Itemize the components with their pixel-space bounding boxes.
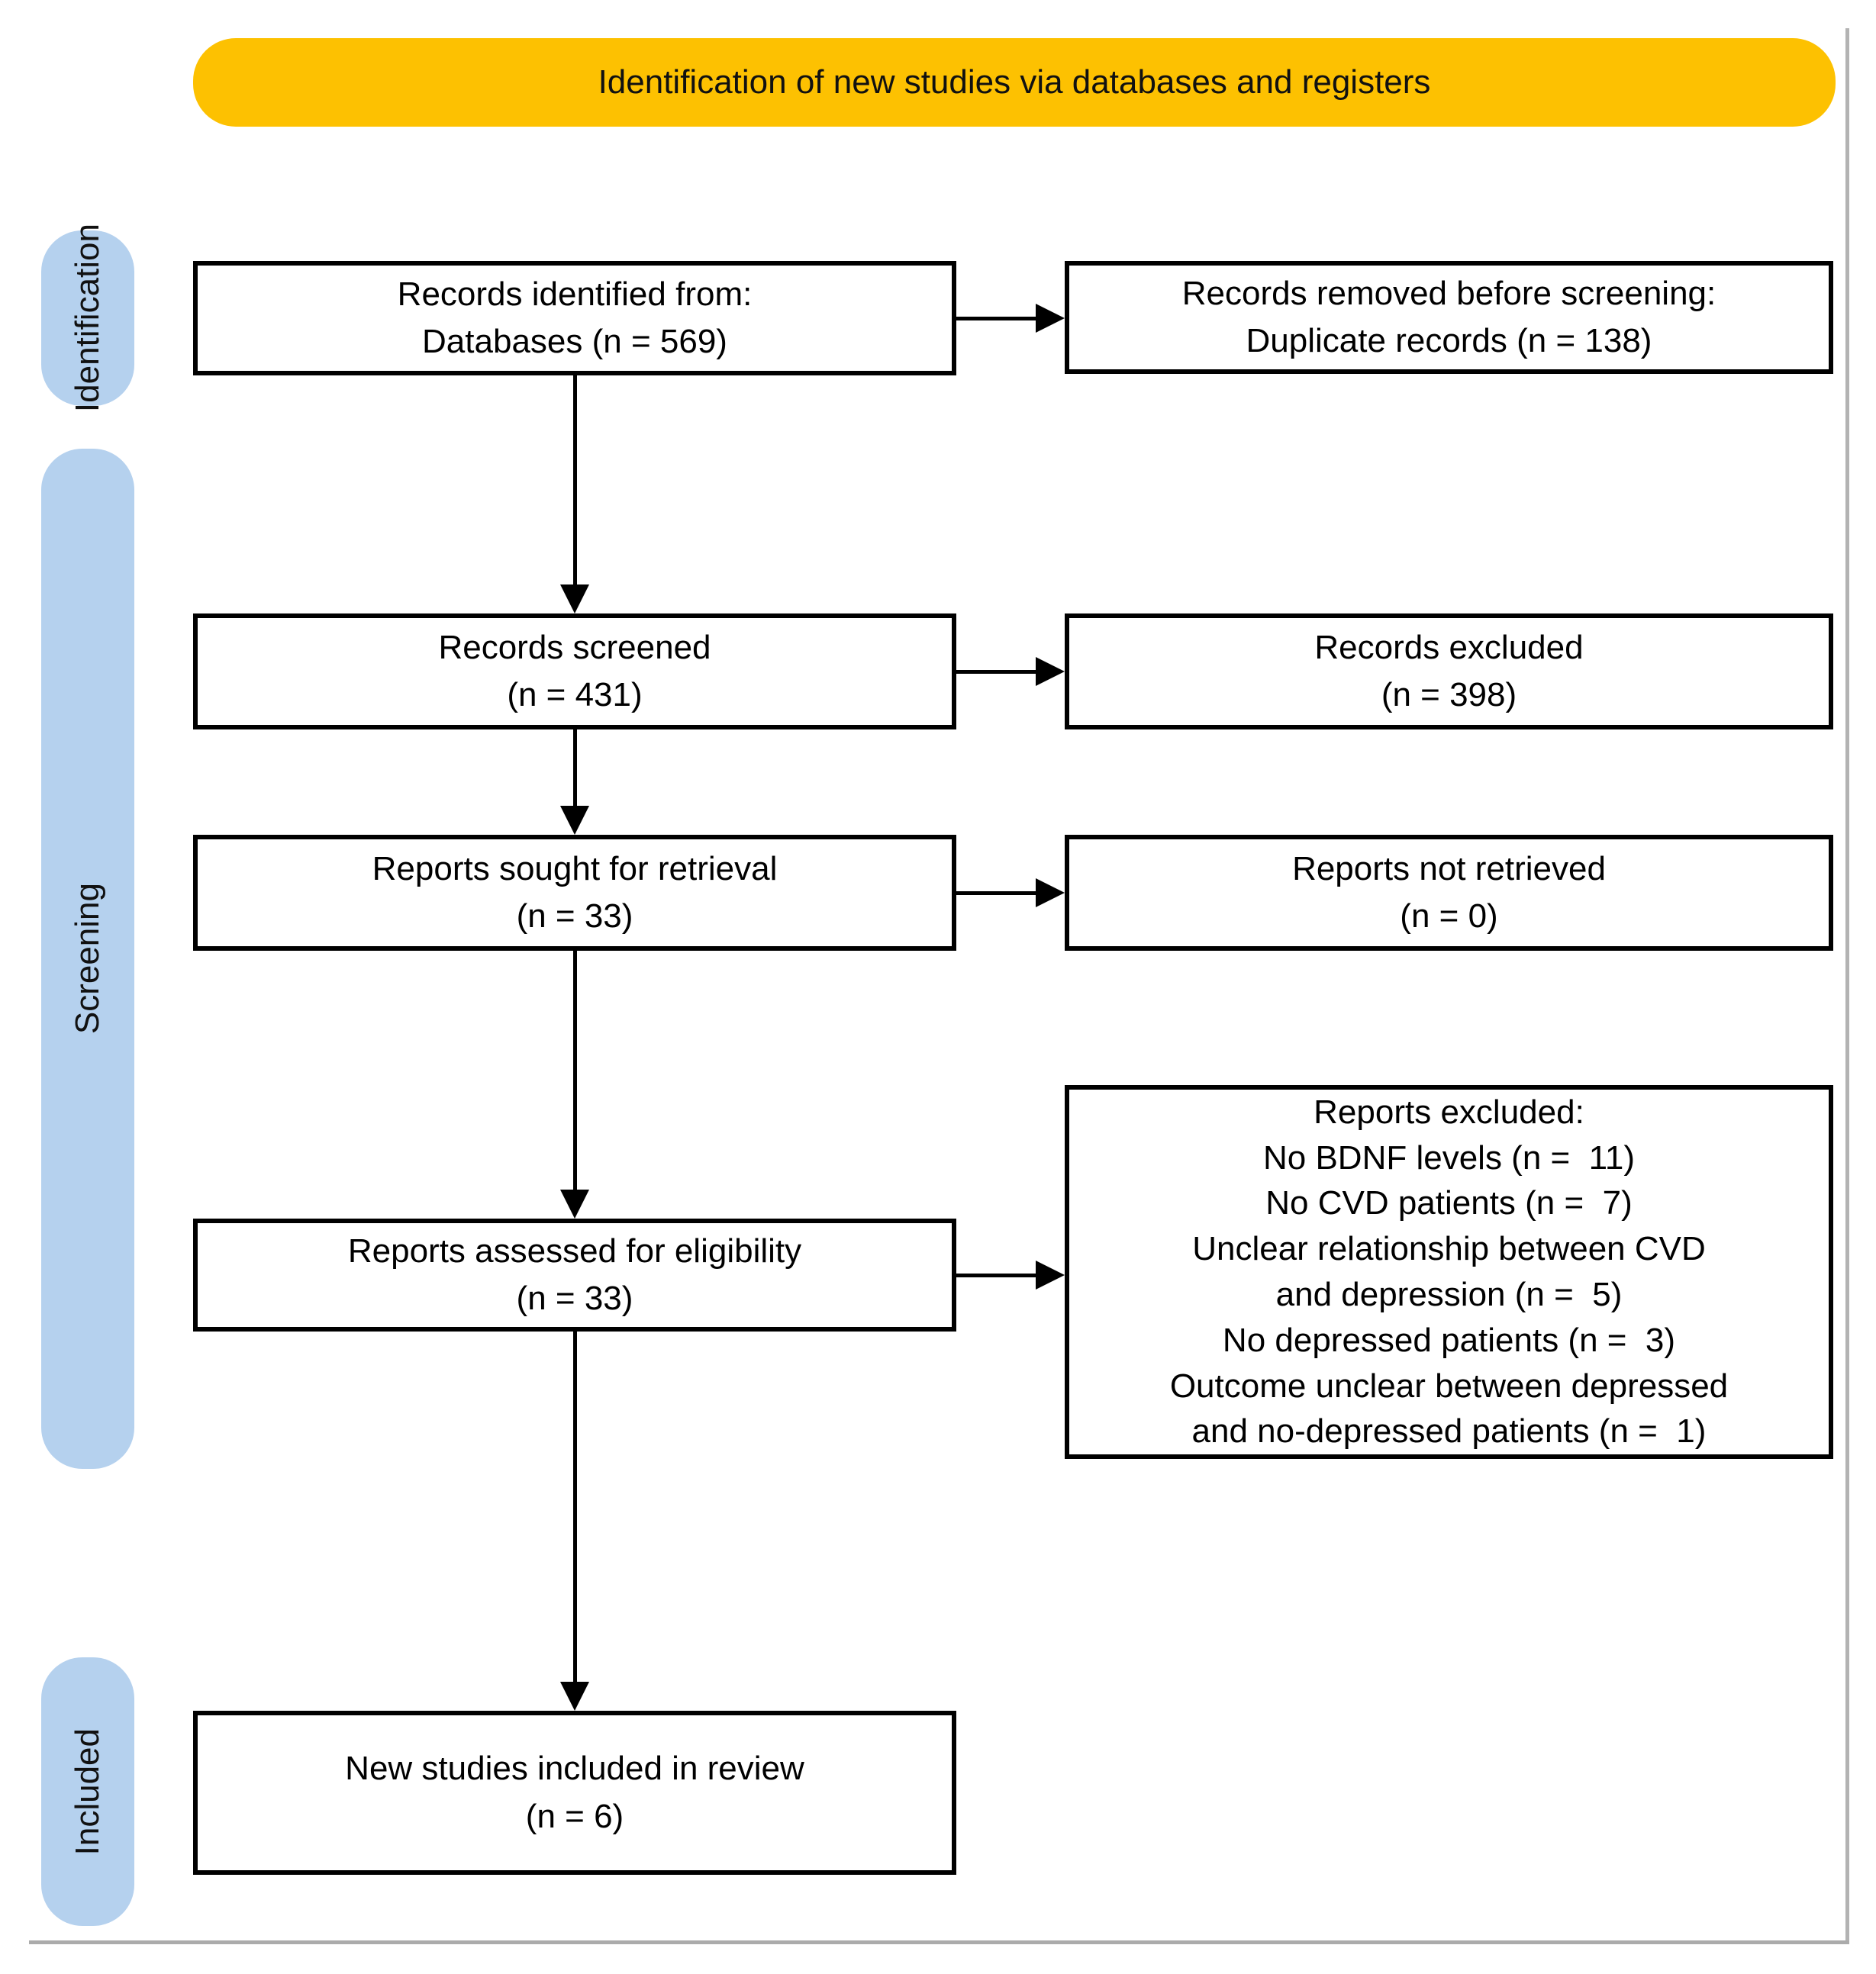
stage-pill-identification: Identification xyxy=(41,224,134,413)
reports-sought-box: Reports sought for retrieval (n = 33) xyxy=(193,835,956,951)
arrow-identified-to-removed-head-icon xyxy=(1036,304,1065,333)
records-removed-box: Records removed before screening: Duplic… xyxy=(1065,261,1833,374)
stage-label-included: Included xyxy=(69,1728,106,1856)
stage-pill-screening: Screening xyxy=(41,449,134,1469)
arrow-screened-to-sought-shaft xyxy=(573,729,577,807)
banner-identification-of-new-studies: Identification of new studies via databa… xyxy=(193,38,1836,127)
records-screened-box: Records screened (n = 431) xyxy=(193,613,956,729)
arrow-identified-to-removed-shaft xyxy=(956,317,1037,320)
arrow-assessed-to-reports-excluded-shaft xyxy=(956,1274,1037,1277)
records-identified-box: Records identified from: Databases (n = … xyxy=(193,261,956,375)
reports-assessed-box: Reports assessed for eligibility (n = 33… xyxy=(193,1219,956,1332)
arrow-assessed-to-included-shaft xyxy=(573,1332,577,1683)
arrow-screened-to-excluded-shaft xyxy=(956,670,1037,674)
stage-label-identification: Identification xyxy=(69,224,106,413)
arrow-sought-to-assessed-head-icon xyxy=(560,1190,589,1219)
arrow-sought-to-not-retrieved-head-icon xyxy=(1036,878,1065,907)
arrow-assessed-to-reports-excluded-head-icon xyxy=(1036,1261,1065,1290)
arrow-screened-to-sought-head-icon xyxy=(560,806,589,835)
arrow-sought-to-assessed-shaft xyxy=(573,951,577,1191)
frame-bottom-line xyxy=(29,1940,1849,1944)
stage-pill-included: Included xyxy=(41,1657,134,1926)
records-excluded-box: Records excluded (n = 398) xyxy=(1065,613,1833,729)
arrow-assessed-to-included-head-icon xyxy=(560,1682,589,1711)
reports-excluded-box: Reports excluded: No BDNF levels (n = 11… xyxy=(1065,1085,1833,1459)
stage-label-screening: Screening xyxy=(69,883,106,1035)
reports-not-retrieved-box: Reports not retrieved (n = 0) xyxy=(1065,835,1833,951)
arrow-identified-to-screened-shaft xyxy=(573,375,577,586)
studies-included-box: New studies included in review (n = 6) xyxy=(193,1711,956,1875)
frame-right-line xyxy=(1845,28,1849,1944)
arrow-identified-to-screened-head-icon xyxy=(560,584,589,613)
arrow-sought-to-not-retrieved-shaft xyxy=(956,891,1037,895)
arrow-screened-to-excluded-head-icon xyxy=(1036,657,1065,686)
banner-label: Identification of new studies via databa… xyxy=(598,63,1431,101)
